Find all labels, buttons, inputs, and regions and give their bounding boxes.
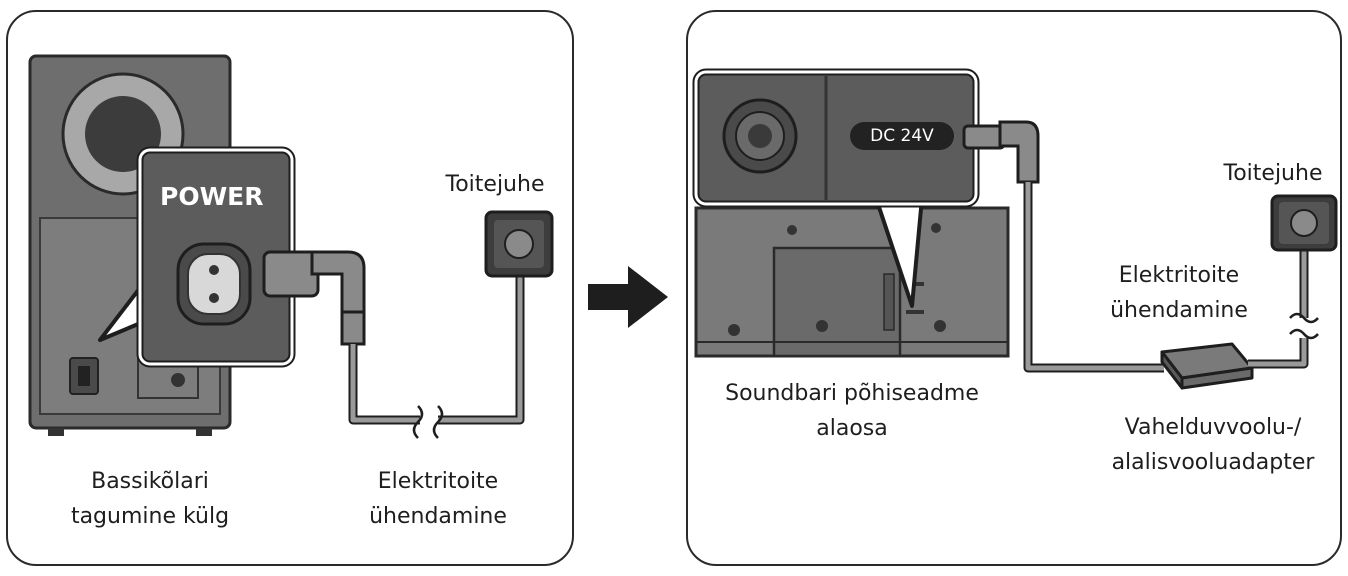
power-plug — [262, 250, 320, 298]
adapter-label-line2: alalisvooluadapter — [1111, 450, 1315, 475]
outlet-label-right: Toitejuhe — [1223, 161, 1323, 186]
connection-label-right-line2: ühendamine — [1110, 298, 1248, 323]
connection-label-left: Elektritoite ühendamine — [338, 464, 538, 534]
connection-label-right: Elektritoite ühendamine — [1084, 258, 1274, 328]
power-socket-label: POWER — [160, 182, 264, 211]
soundbar-label: Soundbari põhiseadme alaosa — [702, 376, 1002, 446]
soundbar-label-line1: Soundbari põhiseadme — [725, 381, 979, 406]
subwoofer-label-line1: Bassikõlari — [91, 469, 209, 494]
power-cable — [348, 344, 420, 425]
dc-24v-badge: DC 24V — [850, 122, 954, 150]
connection-label-right-line1: Elektritoite — [1118, 263, 1240, 288]
soundbar-label-line2: alaosa — [816, 416, 888, 441]
connection-label-left-line2: ühendamine — [369, 504, 507, 529]
right-step-panel: DC 24V Toitejuhe Elektritoite ühendamine… — [686, 10, 1342, 566]
dc-plug — [962, 124, 1006, 150]
subwoofer-label: Bassikõlari tagumine külg — [30, 464, 270, 534]
connection-label-left-line1: Elektritoite — [377, 469, 499, 494]
next-step-arrow-icon — [588, 266, 668, 328]
subwoofer-label-line2: tagumine külg — [70, 504, 230, 529]
left-step-panel: POWER Toitejuhe Bassikõlari tagumine kül… — [6, 10, 574, 566]
adapter-label-line1: Vahelduvvoolu-/ — [1124, 415, 1302, 440]
subwoofer-illustration — [28, 54, 554, 439]
soundbar-illustration — [692, 68, 1338, 390]
outlet-label-left: Toitejuhe — [445, 172, 545, 197]
ac-cable — [1248, 338, 1309, 369]
adapter-label: Vahelduvvoolu-/ alalisvooluadapter — [1088, 410, 1338, 480]
